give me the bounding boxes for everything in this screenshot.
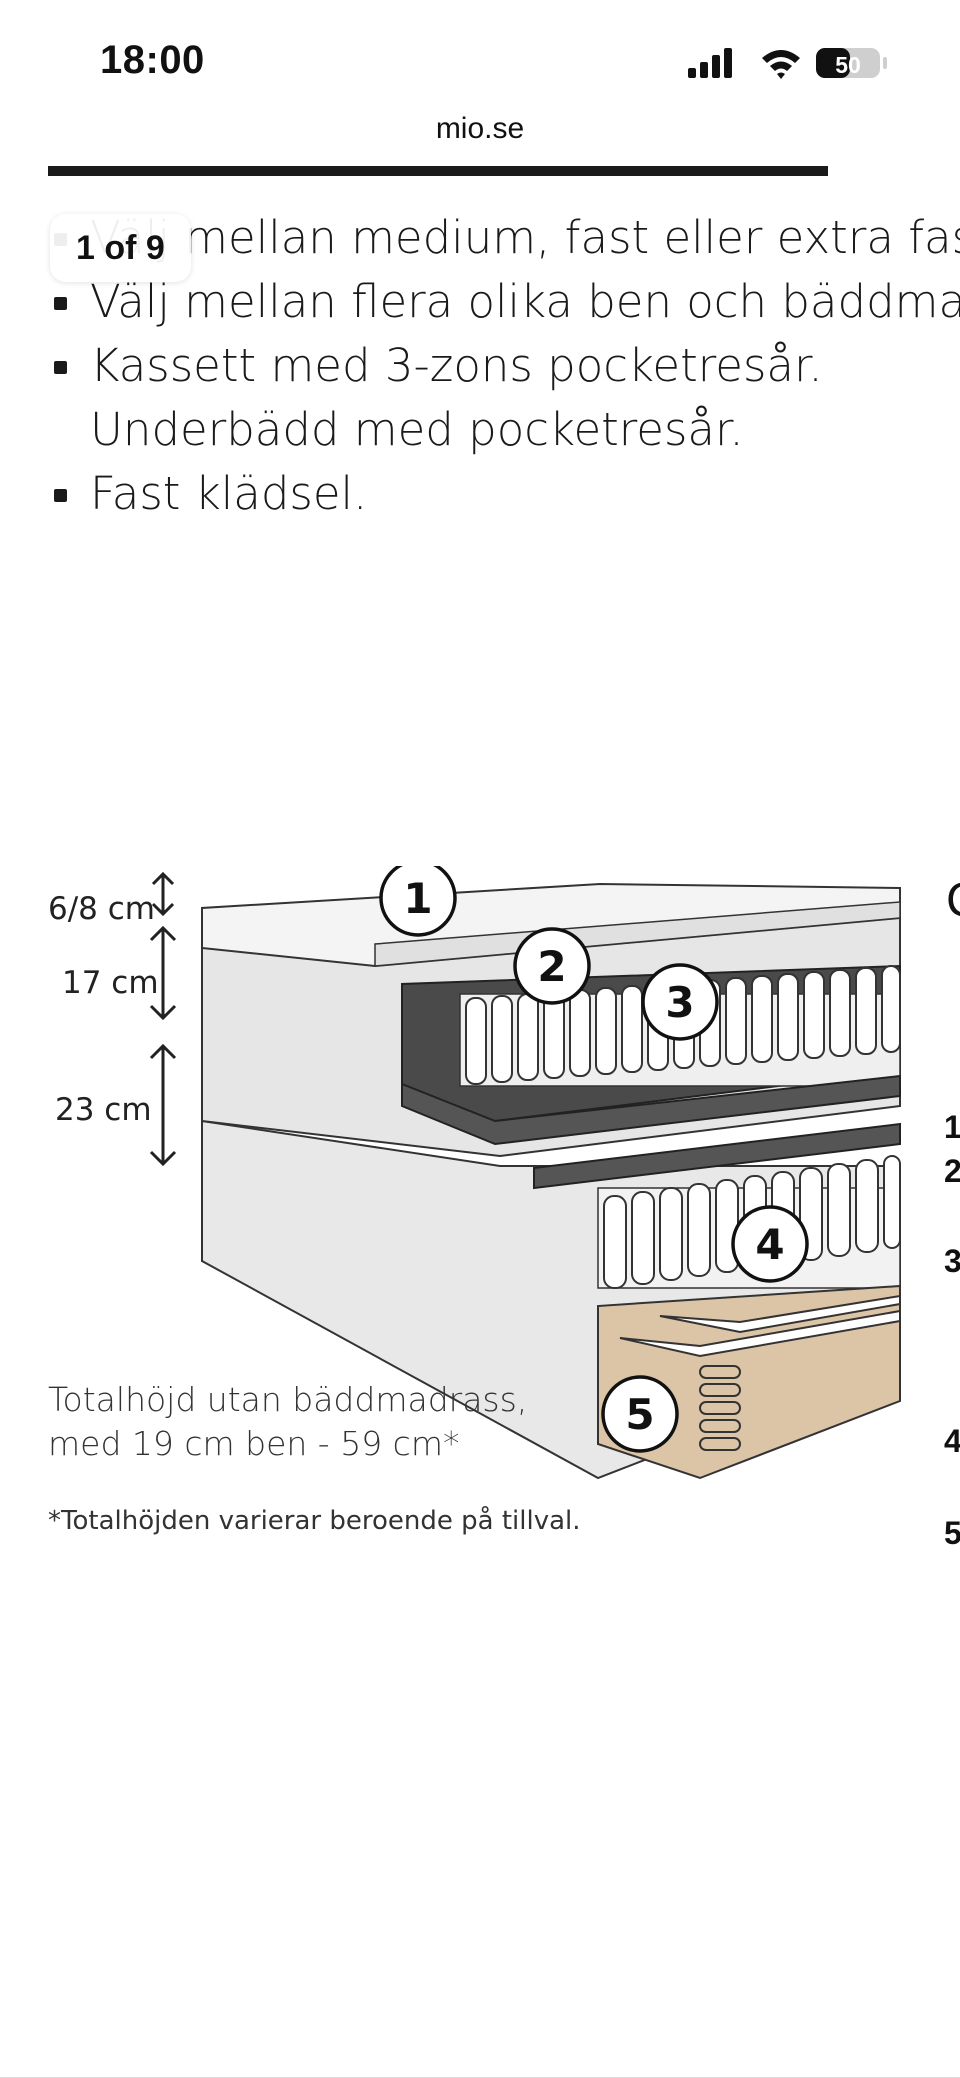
callout-1-label: 1 [403,874,432,923]
callout-4-label: 4 [755,1220,784,1269]
bed-diagram: 6/8 cm 17 cm 23 cm [48,866,960,1551]
address-bar[interactable]: mio.se [0,112,960,167]
total-height-note: Totalhöjd utan bäddmadrass, med 19 cm be… [48,1378,527,1466]
list-item: Fast klädsel. [50,462,960,526]
feature-list: Välj mellan medium, fast eller extra fas… [50,206,960,526]
bullet-text: Välj mellan flera olika ben och bäddmadr… [90,275,960,328]
legend-heading-fragment: C [946,874,960,927]
url-text: mio.se [435,112,525,145]
bullet-icon [54,489,67,502]
battery-level-text: 50 [835,52,861,78]
battery-icon: 50 [816,48,887,78]
frame-joint [699,1365,741,1451]
status-time: 18:00 [100,38,205,82]
callout-1 [379,866,457,937]
wifi-icon [762,50,800,79]
callout-3 [641,963,719,1041]
dimension-arrows [149,871,177,1167]
legend-number-5: 5 [944,1515,960,1551]
total-height-line-2: med 19 cm ben - 59 cm* [48,1424,460,1463]
bullet-text: Kassett med 3-zons pocketresår. [90,339,823,392]
list-item: Välj mellan medium, fast eller extra fas… [50,206,960,270]
image-counter: 1 of 9 [50,214,191,282]
legend-number-3: 3 [944,1243,960,1279]
list-item: Kassett med 3-zons pocketresår. [50,334,960,398]
dim-label-top-box: 17 cm [62,965,159,1001]
bullet-text: Fast klädsel. [90,467,368,520]
legend-number-4: 4 [944,1423,960,1459]
dim-label-bottom-box: 23 cm [55,1092,152,1128]
clipped-heading-graphic [48,166,828,176]
legend-number-2: 2 [944,1153,960,1189]
footnote: *Totalhöjden varierar beroende på tillva… [48,1506,581,1536]
dim-label-topper: 6/8 cm [48,891,155,927]
cellular-signal-icon [688,48,732,78]
callout-3-label: 3 [665,978,694,1027]
legend-number-1: 1 [944,1109,960,1145]
status-icons: 50 [688,48,887,79]
callout-5-label: 5 [625,1390,654,1439]
bullet-icon [54,361,67,374]
list-item: Välj mellan flera olika ben och bäddmadr… [50,270,960,334]
total-height-line-1: Totalhöjd utan bäddmadrass, [48,1380,528,1419]
image-viewer[interactable]: Välj mellan medium, fast eller extra fas… [0,166,960,2078]
callout-4 [731,1205,809,1283]
bullet-icon [54,297,67,310]
callout-2 [513,927,591,1005]
bullet-continuation: Underbädd med pocketresår. [90,403,744,456]
status-bar: 18:00 50 [0,0,960,118]
callout-5 [601,1375,679,1453]
bullet-text: Välj mellan medium, fast eller extra fas… [90,211,960,264]
slats [619,1294,901,1358]
callout-2-label: 2 [537,942,566,991]
